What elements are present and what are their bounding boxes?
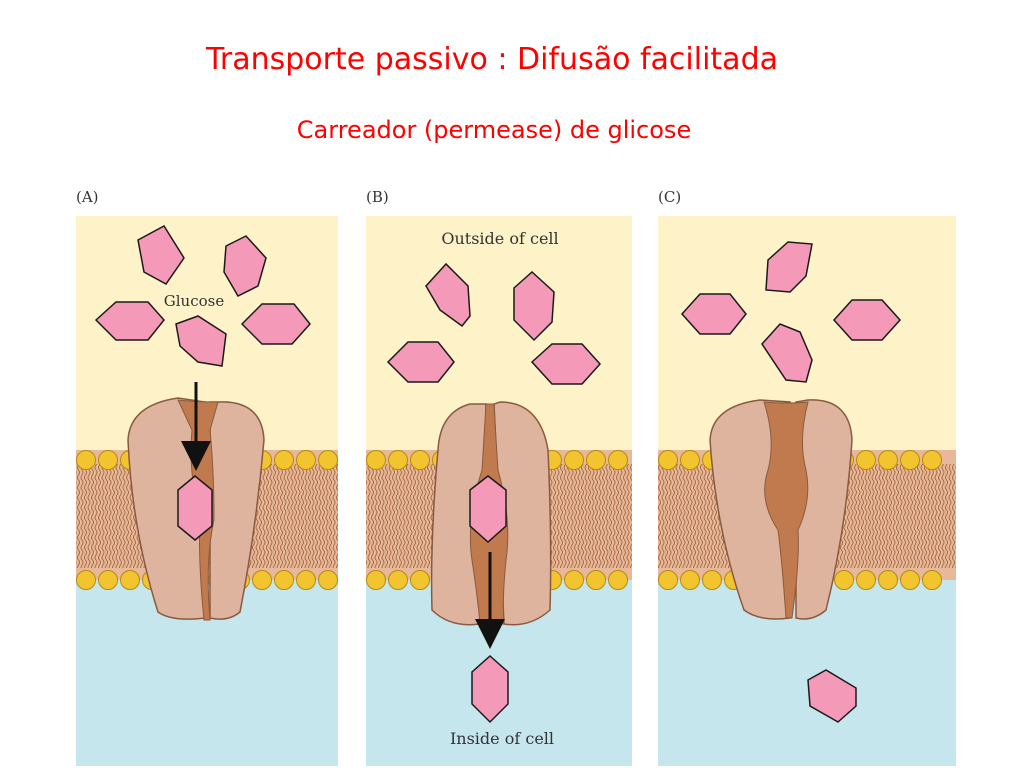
lipid-head	[680, 570, 700, 590]
lipid-head	[608, 570, 628, 590]
lipid-head	[318, 450, 338, 470]
lipid-head	[274, 570, 294, 590]
lipid-head	[878, 450, 898, 470]
lipid-head	[120, 570, 140, 590]
lipid-head	[922, 450, 942, 470]
panel-b-label: (B)	[366, 188, 389, 206]
lipid-head	[98, 570, 118, 590]
lipid-head	[366, 570, 386, 590]
glucose-molecules	[680, 241, 902, 723]
lipid-head	[922, 570, 942, 590]
panel-c-label: (C)	[658, 188, 682, 206]
lipid-head	[564, 570, 584, 590]
lipid-head	[76, 570, 96, 590]
lipid-head	[410, 570, 430, 590]
panel-b: Outside of cell Inside of cell	[366, 216, 632, 766]
lipid-head	[318, 570, 338, 590]
lipid-head	[366, 450, 386, 470]
lipid-head	[252, 570, 272, 590]
lipid-head	[680, 450, 700, 470]
carrier-protein	[709, 399, 853, 620]
lipid-head	[296, 570, 316, 590]
lipid-head	[658, 570, 678, 590]
lipid-head	[900, 570, 920, 590]
lipid-head	[410, 450, 430, 470]
glucose-molecules	[386, 262, 602, 724]
lipid-head	[702, 570, 722, 590]
lipid-head	[586, 570, 606, 590]
lipid-head	[388, 450, 408, 470]
page-subtitle: Carreador (permease) de glicose	[296, 116, 692, 144]
lipid-head	[296, 450, 316, 470]
lipid-head	[98, 450, 118, 470]
page-title: Transporte passivo : Difusão facilitada	[205, 42, 778, 77]
glucose-in-channel	[177, 475, 213, 541]
lipid-head	[834, 570, 854, 590]
lipid-head	[388, 570, 408, 590]
lipid-head	[586, 450, 606, 470]
lipid-head	[856, 570, 876, 590]
lipid-head	[608, 450, 628, 470]
lipid-head	[564, 450, 584, 470]
panel-a-label: (A)	[76, 188, 99, 206]
lipid-head	[274, 450, 294, 470]
glucose-in-channel	[469, 475, 507, 544]
panel-a: Glucose	[76, 216, 338, 766]
lipid-head	[856, 450, 876, 470]
lipid-head	[900, 450, 920, 470]
lipid-head	[878, 570, 898, 590]
lipid-head	[76, 450, 96, 470]
glucose-molecules	[94, 225, 311, 367]
panel-c	[658, 216, 956, 766]
outside-of-cell-label: Outside of cell	[441, 229, 558, 248]
glucose-label: Glucose	[164, 292, 225, 310]
lipid-head	[658, 450, 678, 470]
inside-of-cell-label: Inside of cell	[450, 729, 554, 748]
